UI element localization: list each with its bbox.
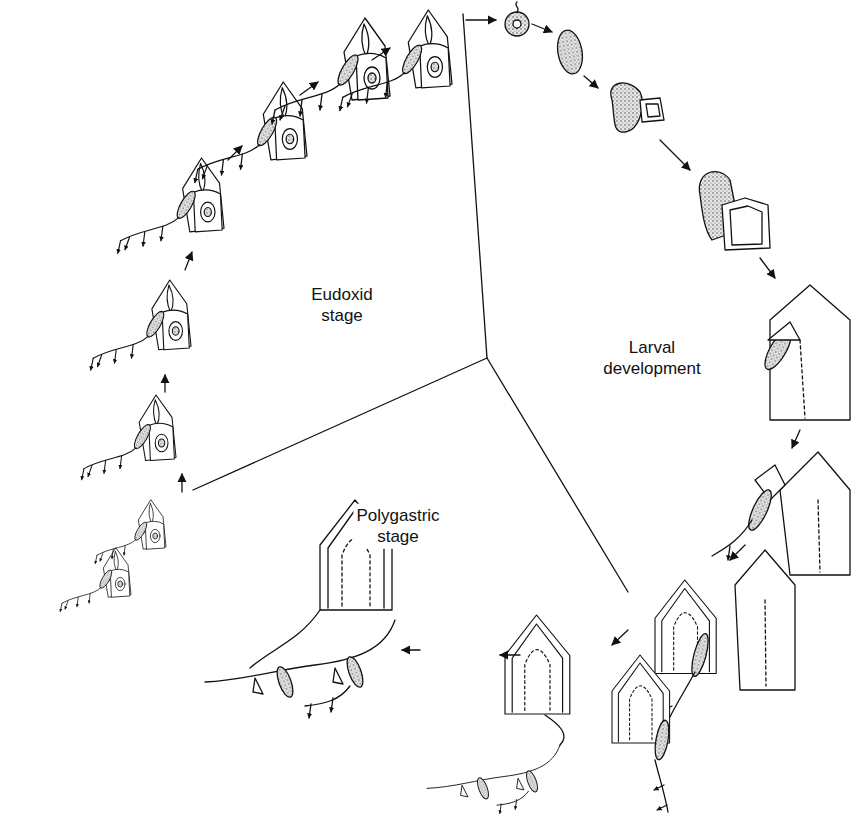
stage-label: Polygastric stage (353, 504, 442, 549)
polygastric-figures (60, 500, 671, 814)
larval-development-figures (505, 2, 850, 745)
stage-label: Larval development (600, 336, 703, 381)
eudoxid-figures (82, 10, 452, 480)
stage-label: Eudoxid stage (308, 283, 375, 328)
cycle-arrows (165, 20, 800, 655)
sector-dividers (193, 14, 628, 592)
